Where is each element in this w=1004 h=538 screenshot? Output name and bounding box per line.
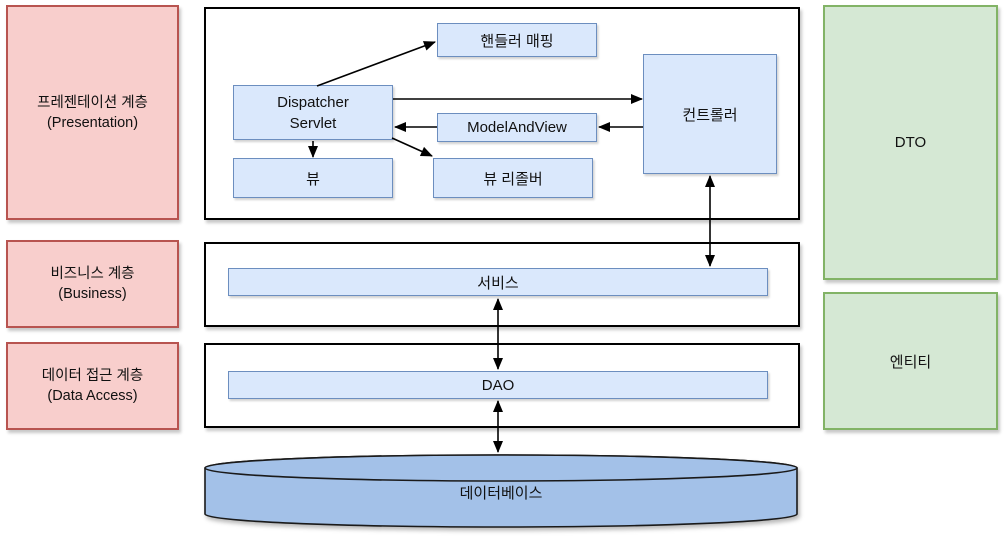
dto-box: DTO	[823, 5, 998, 280]
dao-label: DAO	[481, 376, 515, 394]
view-label: 뷰	[306, 170, 320, 188]
entity-box: 엔티티	[823, 292, 998, 430]
handler-mapping-node: 핸들러 매핑	[437, 23, 597, 57]
layer-label-presentation: 프레젠테이션 계층 (Presentation)	[6, 5, 179, 220]
database-label: 데이터베이스	[459, 485, 543, 502]
view-resolver-node: 뷰 리졸버	[433, 158, 593, 198]
model-and-view-label: ModelAndView	[467, 119, 567, 136]
handler-mapping-label: 핸들러 매핑	[480, 32, 554, 50]
model-and-view-node: ModelAndView	[437, 113, 597, 142]
layer-label-presentation-en: (Presentation)	[46, 114, 139, 131]
entity-label: 엔티티	[889, 353, 932, 371]
database-cylinder-shape	[204, 454, 798, 528]
layer-label-business-en: (Business)	[58, 286, 127, 302]
dao-node: DAO	[228, 371, 768, 399]
controller-label: 컨트롤러	[682, 106, 738, 124]
view-node: 뷰	[233, 158, 393, 198]
layer-label-data-access: 데이터 접근 계층 (Data Access)	[6, 342, 179, 430]
layer-label-presentation-ko: 프레젠테이션 계층	[37, 94, 148, 111]
service-label: 서비스	[477, 274, 519, 292]
layer-label-business-ko: 비즈니스 계층	[50, 266, 135, 282]
service-node: 서비스	[228, 268, 768, 296]
dispatcher-servlet-node: Dispatcher Servlet	[233, 85, 393, 140]
view-resolver-label: 뷰 리졸버	[483, 170, 543, 188]
layer-label-business: 비즈니스 계층 (Business)	[6, 240, 179, 328]
controller-node: 컨트롤러	[643, 54, 777, 174]
dto-label: DTO	[894, 134, 927, 151]
dispatcher-servlet-label-line1: Dispatcher	[277, 93, 349, 111]
layer-label-data-access-ko: 데이터 접근 계층	[41, 368, 144, 384]
database-cylinder: 데이터베이스	[204, 454, 798, 534]
layer-label-data-access-en: (Data Access)	[47, 388, 138, 404]
dispatcher-servlet-label-line2: Servlet	[289, 114, 337, 132]
